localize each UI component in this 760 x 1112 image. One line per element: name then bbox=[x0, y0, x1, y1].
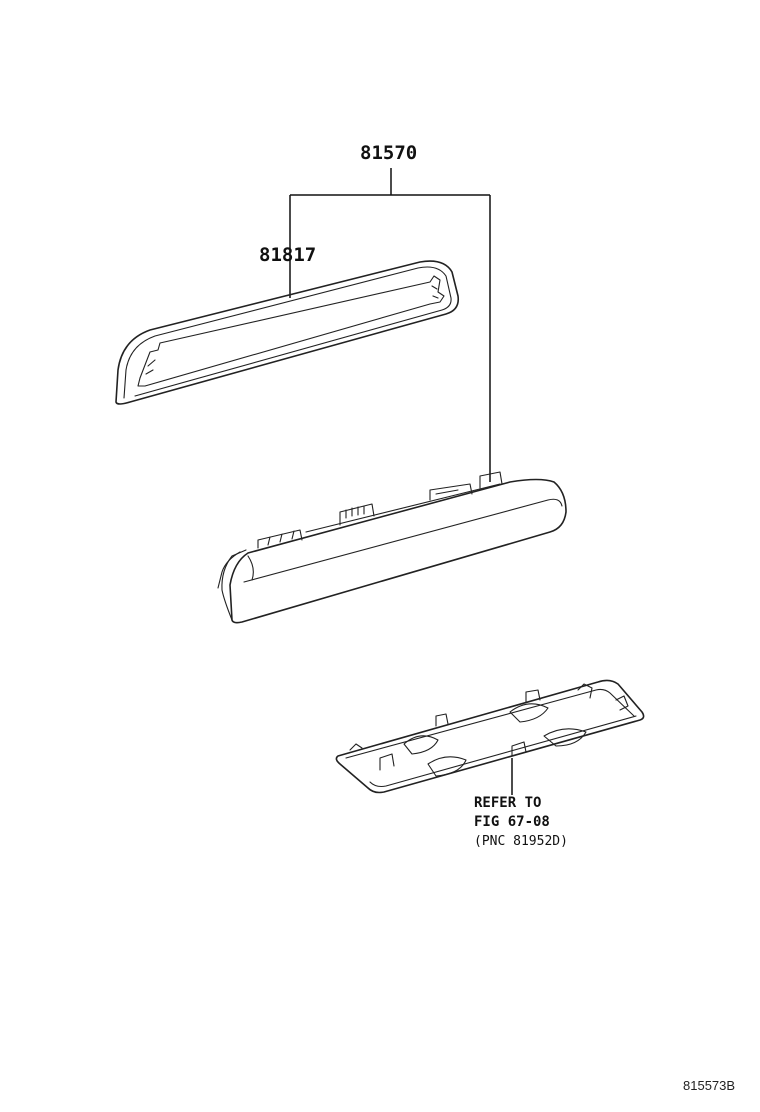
gasket-part-number: 81817 bbox=[259, 244, 317, 266]
lamp-assembly-illustration bbox=[217, 471, 567, 624]
illustration-code: 815573B bbox=[683, 1078, 736, 1093]
gasket-illustration bbox=[115, 260, 460, 405]
lens-cover-illustration bbox=[335, 679, 645, 794]
reference-note-line2: FIG 67-08 bbox=[474, 814, 550, 830]
leader-lines bbox=[289, 168, 513, 795]
reference-note-line1: REFER TO bbox=[474, 795, 542, 811]
assembly-part-number: 81570 bbox=[360, 142, 418, 164]
reference-note-line3: (PNC 81952D) bbox=[474, 834, 568, 849]
